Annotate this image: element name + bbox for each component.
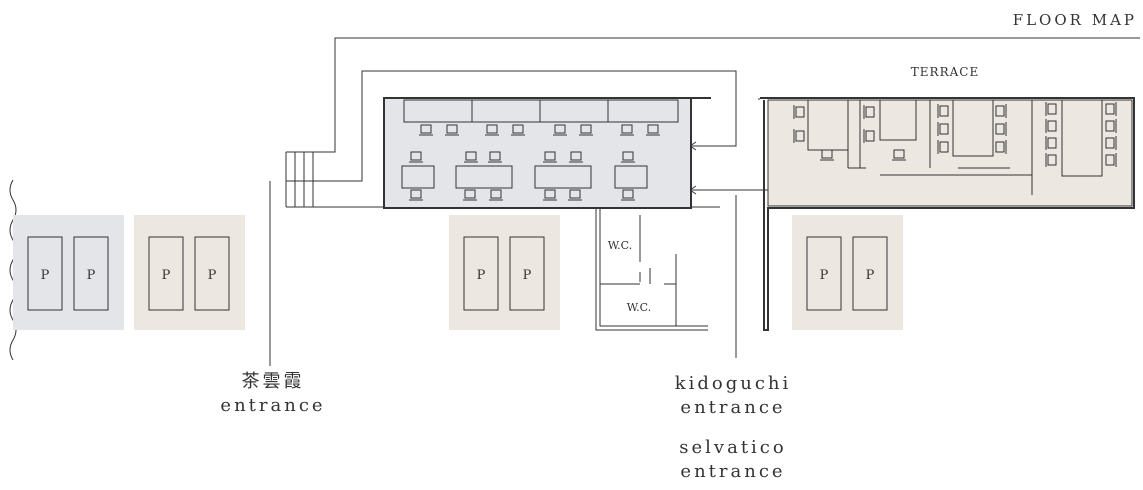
- wc-label-upper: W.C.: [607, 239, 633, 252]
- chair-icon: [937, 140, 949, 154]
- chair-icon: [485, 124, 499, 136]
- parking-space: P: [27, 236, 63, 311]
- chair-icon: [464, 151, 478, 163]
- outer-corridor: [286, 37, 1140, 153]
- chair-icon: [1045, 102, 1057, 116]
- sawaka-entrance-label: 茶雲霞 entrance: [198, 370, 348, 418]
- parking-space-label: P: [523, 268, 532, 283]
- chair-icon: [419, 124, 433, 136]
- parking-space: P: [463, 236, 499, 311]
- chair-icon: [1105, 119, 1117, 133]
- chair-icon: [793, 105, 805, 119]
- chair-icon: [863, 129, 875, 143]
- kidoguchi-entrance-sub: entrance: [680, 397, 786, 418]
- parking-space-label: P: [477, 268, 486, 283]
- parking-space-label: P: [87, 268, 96, 283]
- sawaka-entrance-name: 茶雲霞: [241, 371, 305, 392]
- parking-space: P: [148, 236, 184, 311]
- parking-space: P: [73, 236, 109, 311]
- selvatico-entrance-label: selvatico entrance: [658, 436, 808, 484]
- chair-icon: [621, 189, 635, 201]
- chair-icon: [489, 189, 503, 201]
- chair-icon: [892, 149, 906, 161]
- selvatico-entrance-name: selvatico: [679, 437, 787, 458]
- chair-icon: [579, 124, 593, 136]
- kidoguchi-entrance-name: kidoguchi: [674, 373, 792, 394]
- parking-space-label: P: [41, 268, 50, 283]
- chair-icon: [793, 129, 805, 143]
- chair-icon: [543, 151, 557, 163]
- parking-space-label: P: [162, 268, 171, 283]
- chair-icon: [1105, 136, 1117, 150]
- chair-icon: [863, 105, 875, 119]
- sawaka-entrance-sub: entrance: [220, 395, 326, 416]
- wc-label-lower: W.C.: [626, 301, 652, 314]
- parking-space: P: [509, 236, 545, 311]
- chair-icon: [445, 124, 459, 136]
- chair-icon: [463, 189, 477, 201]
- indoor-dining-area: [383, 97, 711, 209]
- chair-icon: [995, 104, 1007, 118]
- selvatico-entrance-sub: entrance: [680, 461, 786, 482]
- page-title: FLOOR MAP: [1012, 11, 1137, 29]
- chair-icon: [995, 122, 1007, 136]
- kidoguchi-entrance-label: kidoguchi entrance: [658, 372, 808, 420]
- chair-icon: [553, 124, 567, 136]
- chair-icon: [569, 151, 583, 163]
- parking-space-label: P: [208, 268, 217, 283]
- inner-corridor: [286, 70, 737, 182]
- parking-space-label: P: [820, 268, 829, 283]
- chair-icon: [621, 151, 635, 163]
- parking-space: P: [806, 236, 842, 311]
- chair-icon: [409, 189, 423, 201]
- chair-icon: [568, 189, 582, 201]
- chair-icon: [543, 189, 557, 201]
- chair-icon: [488, 151, 502, 163]
- parking-space-label: P: [866, 268, 875, 283]
- chair-icon: [1045, 136, 1057, 150]
- chair-icon: [620, 124, 634, 136]
- chair-icon: [1045, 153, 1057, 167]
- parking-space: P: [194, 236, 230, 311]
- chair-icon: [995, 140, 1007, 154]
- chair-icon: [820, 149, 834, 161]
- chair-icon: [511, 124, 525, 136]
- chair-icon: [1105, 153, 1117, 167]
- restroom-block: [595, 207, 708, 331]
- chair-icon: [1105, 102, 1117, 116]
- terrace-label: TERRACE: [910, 65, 980, 79]
- terrace-area: [758, 97, 1135, 331]
- chair-icon: [937, 104, 949, 118]
- chair-icon: [1045, 119, 1057, 133]
- chair-icon: [937, 122, 949, 136]
- chair-icon: [409, 151, 423, 163]
- parking-space: P: [852, 236, 888, 311]
- chair-icon: [646, 124, 660, 136]
